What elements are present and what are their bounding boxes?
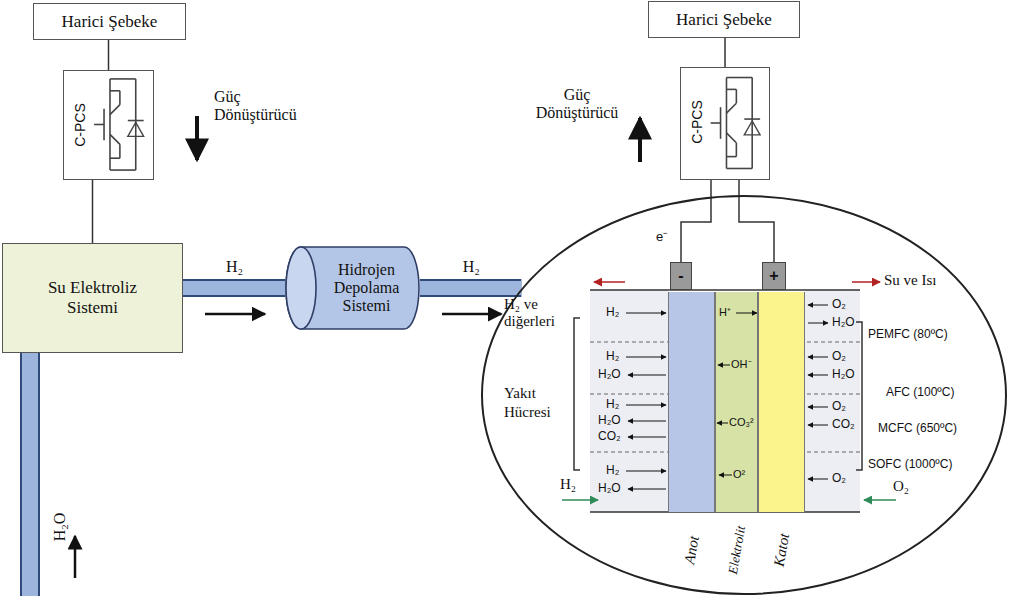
node-text: Elektrolit xyxy=(724,525,748,576)
label-text: H₂O xyxy=(832,368,855,382)
label-text: SOFC (1000ºC) xyxy=(868,458,952,472)
node-text: C-PCS xyxy=(689,100,705,144)
label-text: CO₂ xyxy=(832,418,855,432)
connector xyxy=(739,180,774,262)
grid-box: Harici Şebeke xyxy=(648,1,800,38)
pipe xyxy=(420,281,521,295)
label-text: H₂O xyxy=(598,368,621,382)
cathode-band: Katot xyxy=(758,292,805,512)
label-text: CO₂ xyxy=(598,430,621,444)
connector xyxy=(183,288,285,314)
label-text: H₂O xyxy=(598,414,621,428)
grid-box: Harici Şebeke xyxy=(33,3,186,40)
label-text: H₂ xyxy=(606,398,619,412)
label-text: O₂ xyxy=(832,472,846,486)
node-text: Harici Şebeke xyxy=(676,10,772,30)
wire xyxy=(739,180,774,262)
label-text: PEMFC (80ºC) xyxy=(868,328,948,342)
node-text: Su Elektroliz Sistemi xyxy=(30,278,155,318)
node-text: Katot xyxy=(770,532,793,568)
label-text: H⁺ xyxy=(719,306,731,319)
label-text: H₂ xyxy=(606,306,619,320)
node-text: + xyxy=(769,267,778,285)
node-text: Anot xyxy=(681,535,703,566)
node-text: Yakıt Hücresi xyxy=(504,384,570,422)
label-text: Güç Dönüştürücü xyxy=(214,88,309,125)
pipe-outline xyxy=(420,279,521,297)
electrolysis-box: Su Elektroliz Sistemi xyxy=(2,243,183,353)
connector xyxy=(725,38,726,67)
label-text: H₂ ve diğerleri xyxy=(504,296,572,331)
label-text: Su ve Isı xyxy=(884,272,937,289)
label-text: AFC (100ºC) xyxy=(886,386,954,400)
negative-terminal: - xyxy=(670,262,692,290)
wire xyxy=(92,180,94,243)
anode-band: Anot xyxy=(668,292,715,512)
label-text: MCFC (650ºC) xyxy=(878,422,957,436)
node-text: Hidrojen Depolama Sistemi xyxy=(319,261,414,315)
edge-label: H₂ xyxy=(226,258,243,276)
edge-label: H₂ xyxy=(463,258,480,276)
label-text: CO₃² xyxy=(729,416,754,429)
pipe-outline xyxy=(183,279,285,297)
positive-terminal: + xyxy=(762,262,786,290)
label-text: O₂ xyxy=(832,350,846,364)
label-text: H₂ xyxy=(560,476,576,493)
wire xyxy=(108,40,110,70)
label-text: H₂ xyxy=(606,350,619,364)
label-text: O₂ xyxy=(893,478,909,495)
flow-arrow xyxy=(205,313,265,316)
label-text: H₂ xyxy=(606,464,619,478)
label-text: O₂ xyxy=(832,400,846,414)
wire xyxy=(724,38,726,67)
connector xyxy=(92,180,93,243)
node-text: C-PCS xyxy=(72,103,88,147)
connector xyxy=(681,180,711,262)
label-text: Güç Dönüştürücü xyxy=(527,86,627,123)
flow-arrow xyxy=(442,313,501,316)
label-text: H₂O xyxy=(832,316,855,330)
label-text: H₂O xyxy=(51,513,69,542)
node-text: - xyxy=(678,267,683,285)
converter-box: C-PCS xyxy=(680,67,770,180)
converter-box: C-PCS xyxy=(63,70,154,180)
label-text: OH⁻ xyxy=(731,358,752,371)
node-text: Harici Şebeke xyxy=(62,12,158,32)
label-text: e⁻ xyxy=(656,230,667,245)
storage-cylinder: Hidrojen Depolama Sistemi xyxy=(285,245,422,331)
label-text: H₂O xyxy=(598,482,621,496)
fuel-cell-illustration xyxy=(562,282,896,512)
label-text: O² xyxy=(733,468,745,481)
connector xyxy=(108,40,109,70)
wire xyxy=(681,180,711,262)
pipe xyxy=(183,281,285,295)
water-inlet-pipe xyxy=(30,353,75,596)
label-text: O₂ xyxy=(832,298,846,312)
